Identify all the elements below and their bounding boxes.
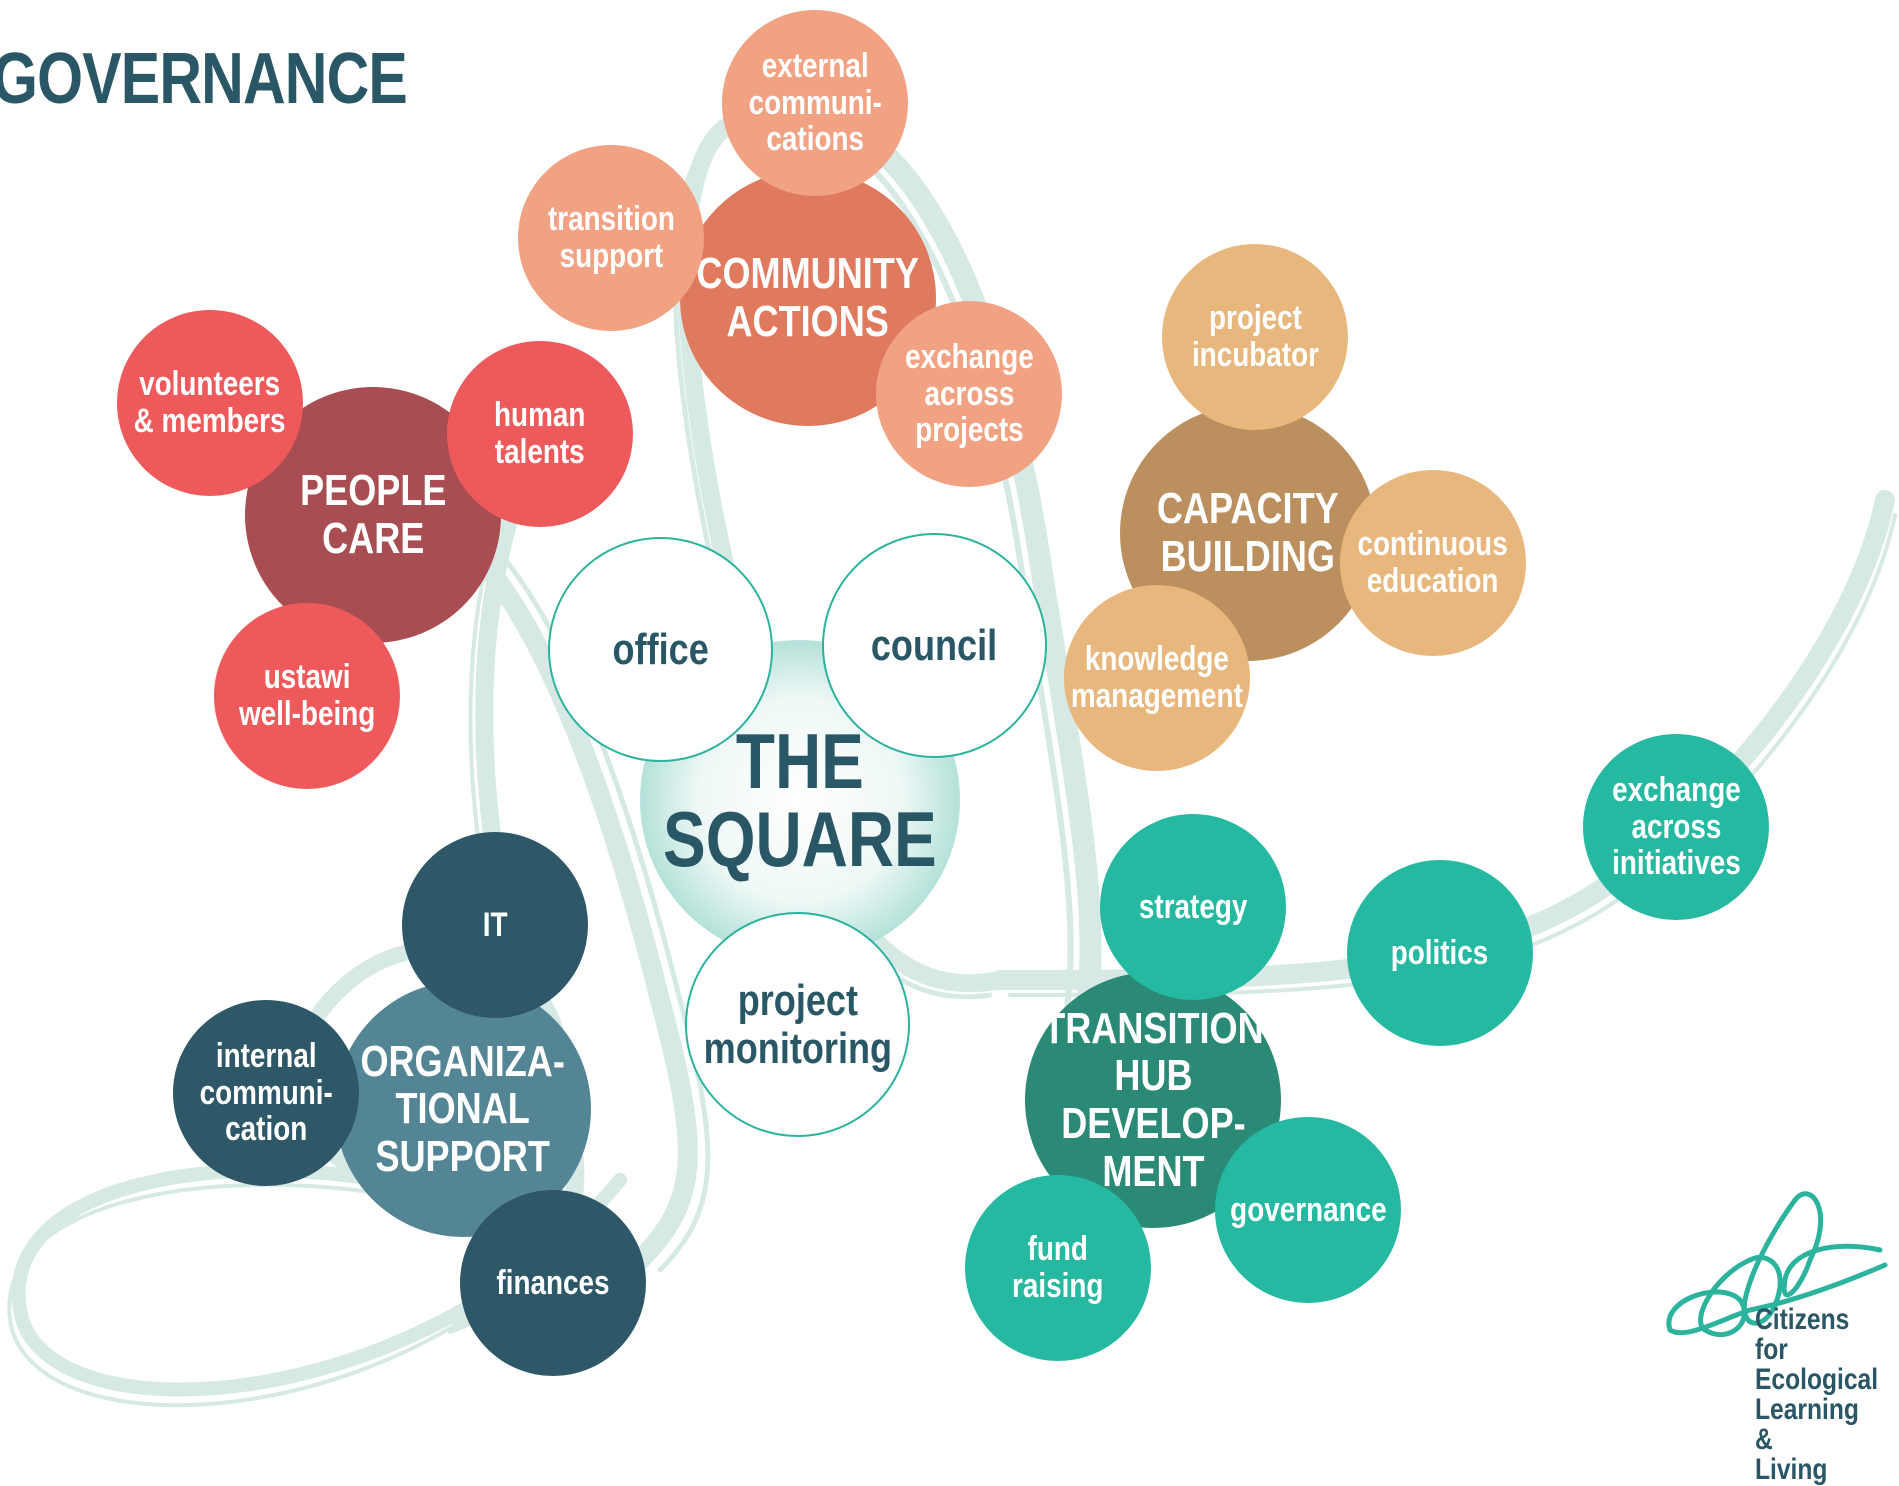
page-title: GOVERNANCE	[0, 39, 408, 119]
organization-logo-text: Citizens for Ecological Learning & Livin…	[1755, 1303, 1879, 1486]
finances-node: finances	[460, 1190, 646, 1376]
exchange-across-initiatives-node: exchange across initiatives	[1583, 734, 1769, 920]
continuous-education-node: continuous education	[1340, 470, 1526, 656]
knowledge-management-node: knowledge management	[1064, 585, 1250, 771]
council-node: council	[822, 533, 1047, 758]
fund-raising-node: fund raising	[965, 1175, 1151, 1361]
politics-node: politics	[1347, 860, 1533, 1046]
governance-node: governance	[1215, 1117, 1401, 1303]
external-communications-node: external communi- cations	[722, 10, 908, 196]
human-talents-node: human talents	[447, 341, 633, 527]
project-incubator-node: project incubator	[1162, 244, 1348, 430]
transition-support-node: transition support	[518, 145, 704, 331]
exchange-across-projects-node: exchange across projects	[876, 301, 1062, 487]
the-square-label: THE SQUARE	[663, 717, 937, 883]
strategy-node: strategy	[1100, 814, 1286, 1000]
volunteers-members-node: volunteers & members	[117, 310, 303, 496]
internal-communication-node: internal communi- cation	[173, 1000, 359, 1186]
project-monitoring-node: project monitoring	[685, 912, 910, 1137]
ecological-spiral-logo-icon	[1666, 1191, 1888, 1338]
ustawi-well-being-node: ustawi well-being	[214, 603, 400, 789]
office-node: office	[548, 537, 773, 762]
it-node: IT	[402, 832, 588, 1018]
